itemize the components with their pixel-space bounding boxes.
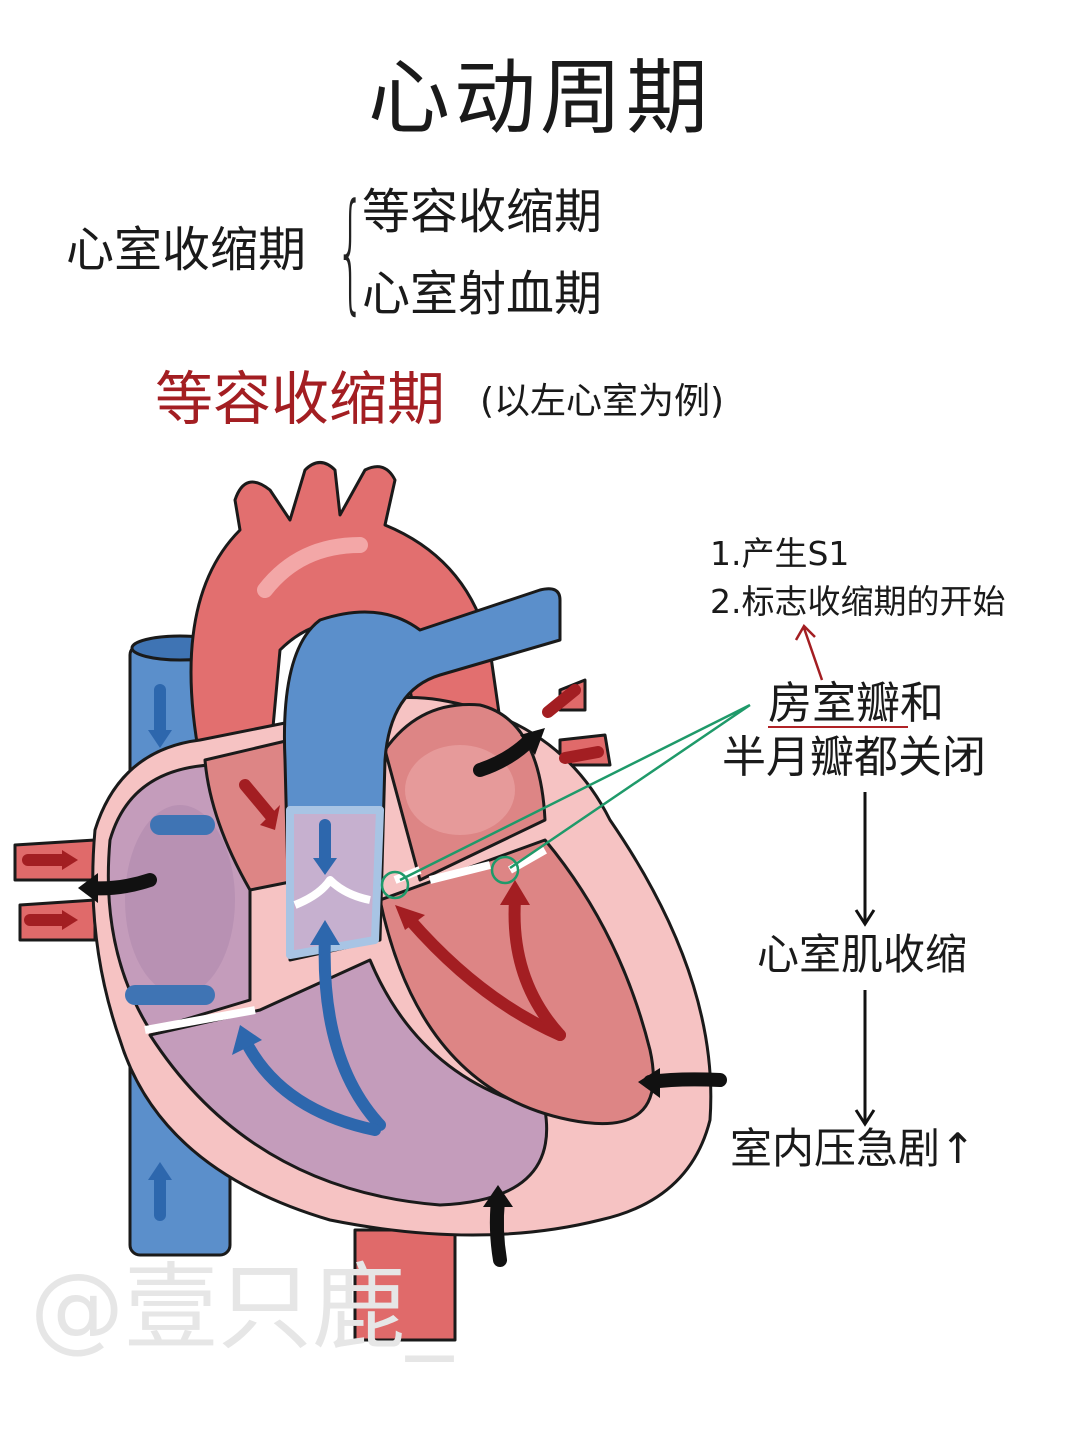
subphase-isovolumetric: 等容收缩期 [362, 184, 603, 240]
red-arrowhead [62, 910, 78, 930]
red-arrow-shaft [404, 914, 566, 1041]
black-arrowhead [78, 873, 98, 903]
blue-arrow-shaft [239, 1034, 381, 1136]
valve-underline [768, 726, 908, 728]
red-arrow-shaft [508, 894, 566, 1041]
aorta-highlight [257, 537, 368, 598]
blue-arrowhead [148, 730, 172, 748]
page-title: 心动周期 [367, 51, 712, 146]
section-note: (以左心室为例) [480, 381, 725, 422]
annotation-valves-line1: 房室瓣和 [768, 678, 944, 729]
section-heading: 等容收缩期 [155, 365, 446, 433]
phase-label: 心室收缩期 [66, 222, 307, 278]
contraction-arrowheads [78, 728, 660, 1207]
blue-arrow-shaft [318, 929, 386, 1131]
vena-cava-inlet-upper [150, 815, 215, 835]
step-arrows [854, 792, 876, 1127]
tricuspid-valve [144, 1006, 256, 1034]
black-arrowhead [638, 1068, 660, 1098]
aortic-arch [189, 461, 502, 762]
black-arrowhead [520, 728, 545, 755]
annotation-contraction: 心室肌收缩 [757, 930, 968, 979]
right-atrium-inner [125, 805, 235, 995]
arrow-down-1 [854, 792, 876, 927]
aortic-root [203, 738, 302, 892]
red-arrowhead [62, 850, 78, 870]
pulmonary-valve [293, 876, 371, 909]
blue-arrowhead [313, 858, 337, 875]
blue-arrowhead [310, 920, 340, 945]
annotation-s1: 1.产生S1 [710, 534, 850, 573]
red-pointer-arrow [794, 623, 824, 681]
red-arrowhead [500, 880, 530, 905]
red-flow-arrows [22, 684, 604, 1041]
annotation-valves-line2: 半月瓣都关闭 [722, 732, 986, 783]
valve-pointer-line [399, 703, 751, 882]
blue-arrowhead [232, 1025, 262, 1055]
red-arrowhead [395, 905, 425, 930]
mitral-valve-marker [380, 870, 410, 900]
subphase-ejection: 心室射血期 [362, 266, 603, 322]
black-arrow-shaft [489, 1193, 507, 1267]
annotation-systole-start: 2.标志收缩期的开始 [710, 582, 1006, 621]
watermark: @壹只鹿_ [30, 1254, 454, 1363]
valve-pointer-lines [380, 703, 751, 900]
red-arrow-shaft [559, 746, 604, 764]
blue-arrowhead [148, 1162, 172, 1180]
red-arrowhead [260, 805, 280, 830]
vena-cava-inlet-lower [125, 985, 215, 1005]
aortic-valve-marker [490, 855, 520, 885]
left-ventricle [378, 838, 655, 1126]
red-arrow-shaft [239, 779, 276, 821]
arrow-down-2 [854, 990, 876, 1127]
red-arrow-shaft [542, 684, 581, 718]
black-arrowhead [483, 1185, 513, 1207]
annotation-pointer-arrow [794, 623, 824, 681]
brace: { [336, 175, 365, 327]
red-arrowheads [62, 805, 530, 930]
blue-flow-arrows [154, 684, 386, 1221]
blue-arrowheads [148, 730, 340, 1180]
annotation-pressure: 室内压急剧↑ [730, 1124, 976, 1173]
black-arrow-shaft [643, 1072, 727, 1089]
